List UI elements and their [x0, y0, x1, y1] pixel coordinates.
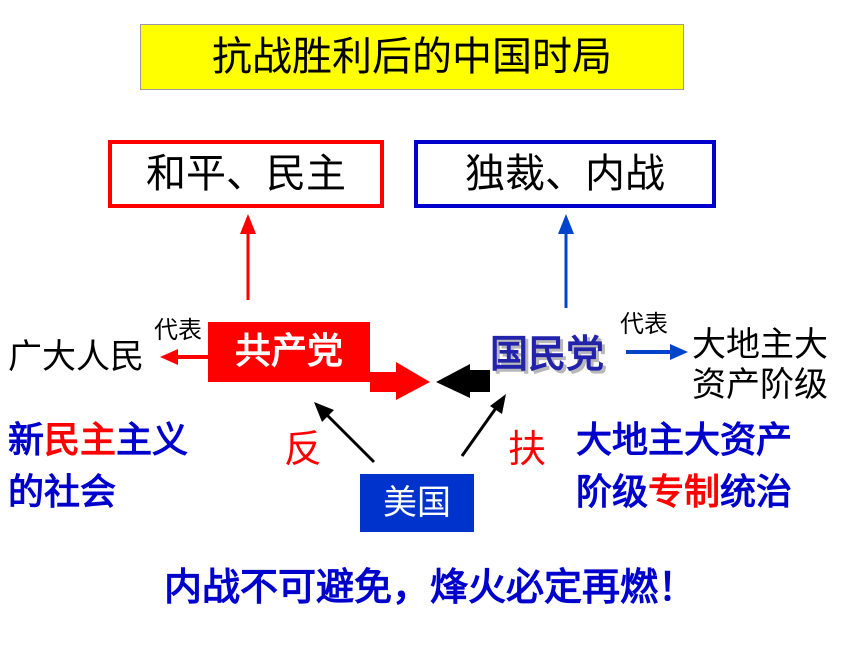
goal-peace-box: 和平、民主	[108, 140, 384, 208]
arrow-kmt-confront	[436, 364, 490, 398]
right-rule-line1: 大地主大资产	[576, 420, 793, 461]
right-rule-part3: 统治	[720, 472, 793, 513]
right-rule-line2: 阶级专制统治	[576, 470, 792, 516]
left-society-part2: 民主	[44, 420, 117, 461]
right-rule-part1: 阶级	[576, 472, 649, 513]
left-society-part3: 主义	[116, 420, 189, 461]
usa-oppose-label: 反	[284, 427, 323, 471]
right-rule-part2: 专制	[648, 472, 721, 513]
left-society-line1: 新民主主义	[8, 418, 188, 464]
usa-box: 美国	[360, 474, 474, 532]
left-society-part1: 新	[8, 420, 45, 461]
left-society-line2: 的社会	[8, 472, 117, 513]
kmt-label: 国民党	[490, 332, 605, 376]
goal-war-box: 独裁、内战	[414, 140, 716, 208]
arrow-cpc-to-peace	[240, 214, 256, 300]
arrow-cpc-confront	[370, 362, 430, 400]
arrow-cpc-to-people	[160, 349, 210, 365]
conclusion-text: 内战不可避免，烽火必定再燃！	[163, 565, 696, 609]
usa-support-label: 扶	[508, 427, 547, 471]
arrow-usa-oppose	[314, 402, 376, 464]
arrow-usa-support	[460, 394, 506, 457]
cpc-represents: 广大人民	[8, 337, 144, 377]
cpc-box: 共产党	[208, 322, 370, 382]
arrow-kmt-to-landlords	[626, 344, 688, 360]
kmt-represents-label: 代表	[620, 310, 668, 338]
arrow-kmt-to-war	[558, 214, 574, 308]
cpc-represents-label: 代表	[154, 316, 202, 344]
kmt-represents-line1: 大地主大	[692, 325, 828, 365]
page-title: 抗战胜利后的中国时局	[140, 24, 684, 90]
kmt-represents-line2: 资产阶级	[692, 365, 828, 405]
